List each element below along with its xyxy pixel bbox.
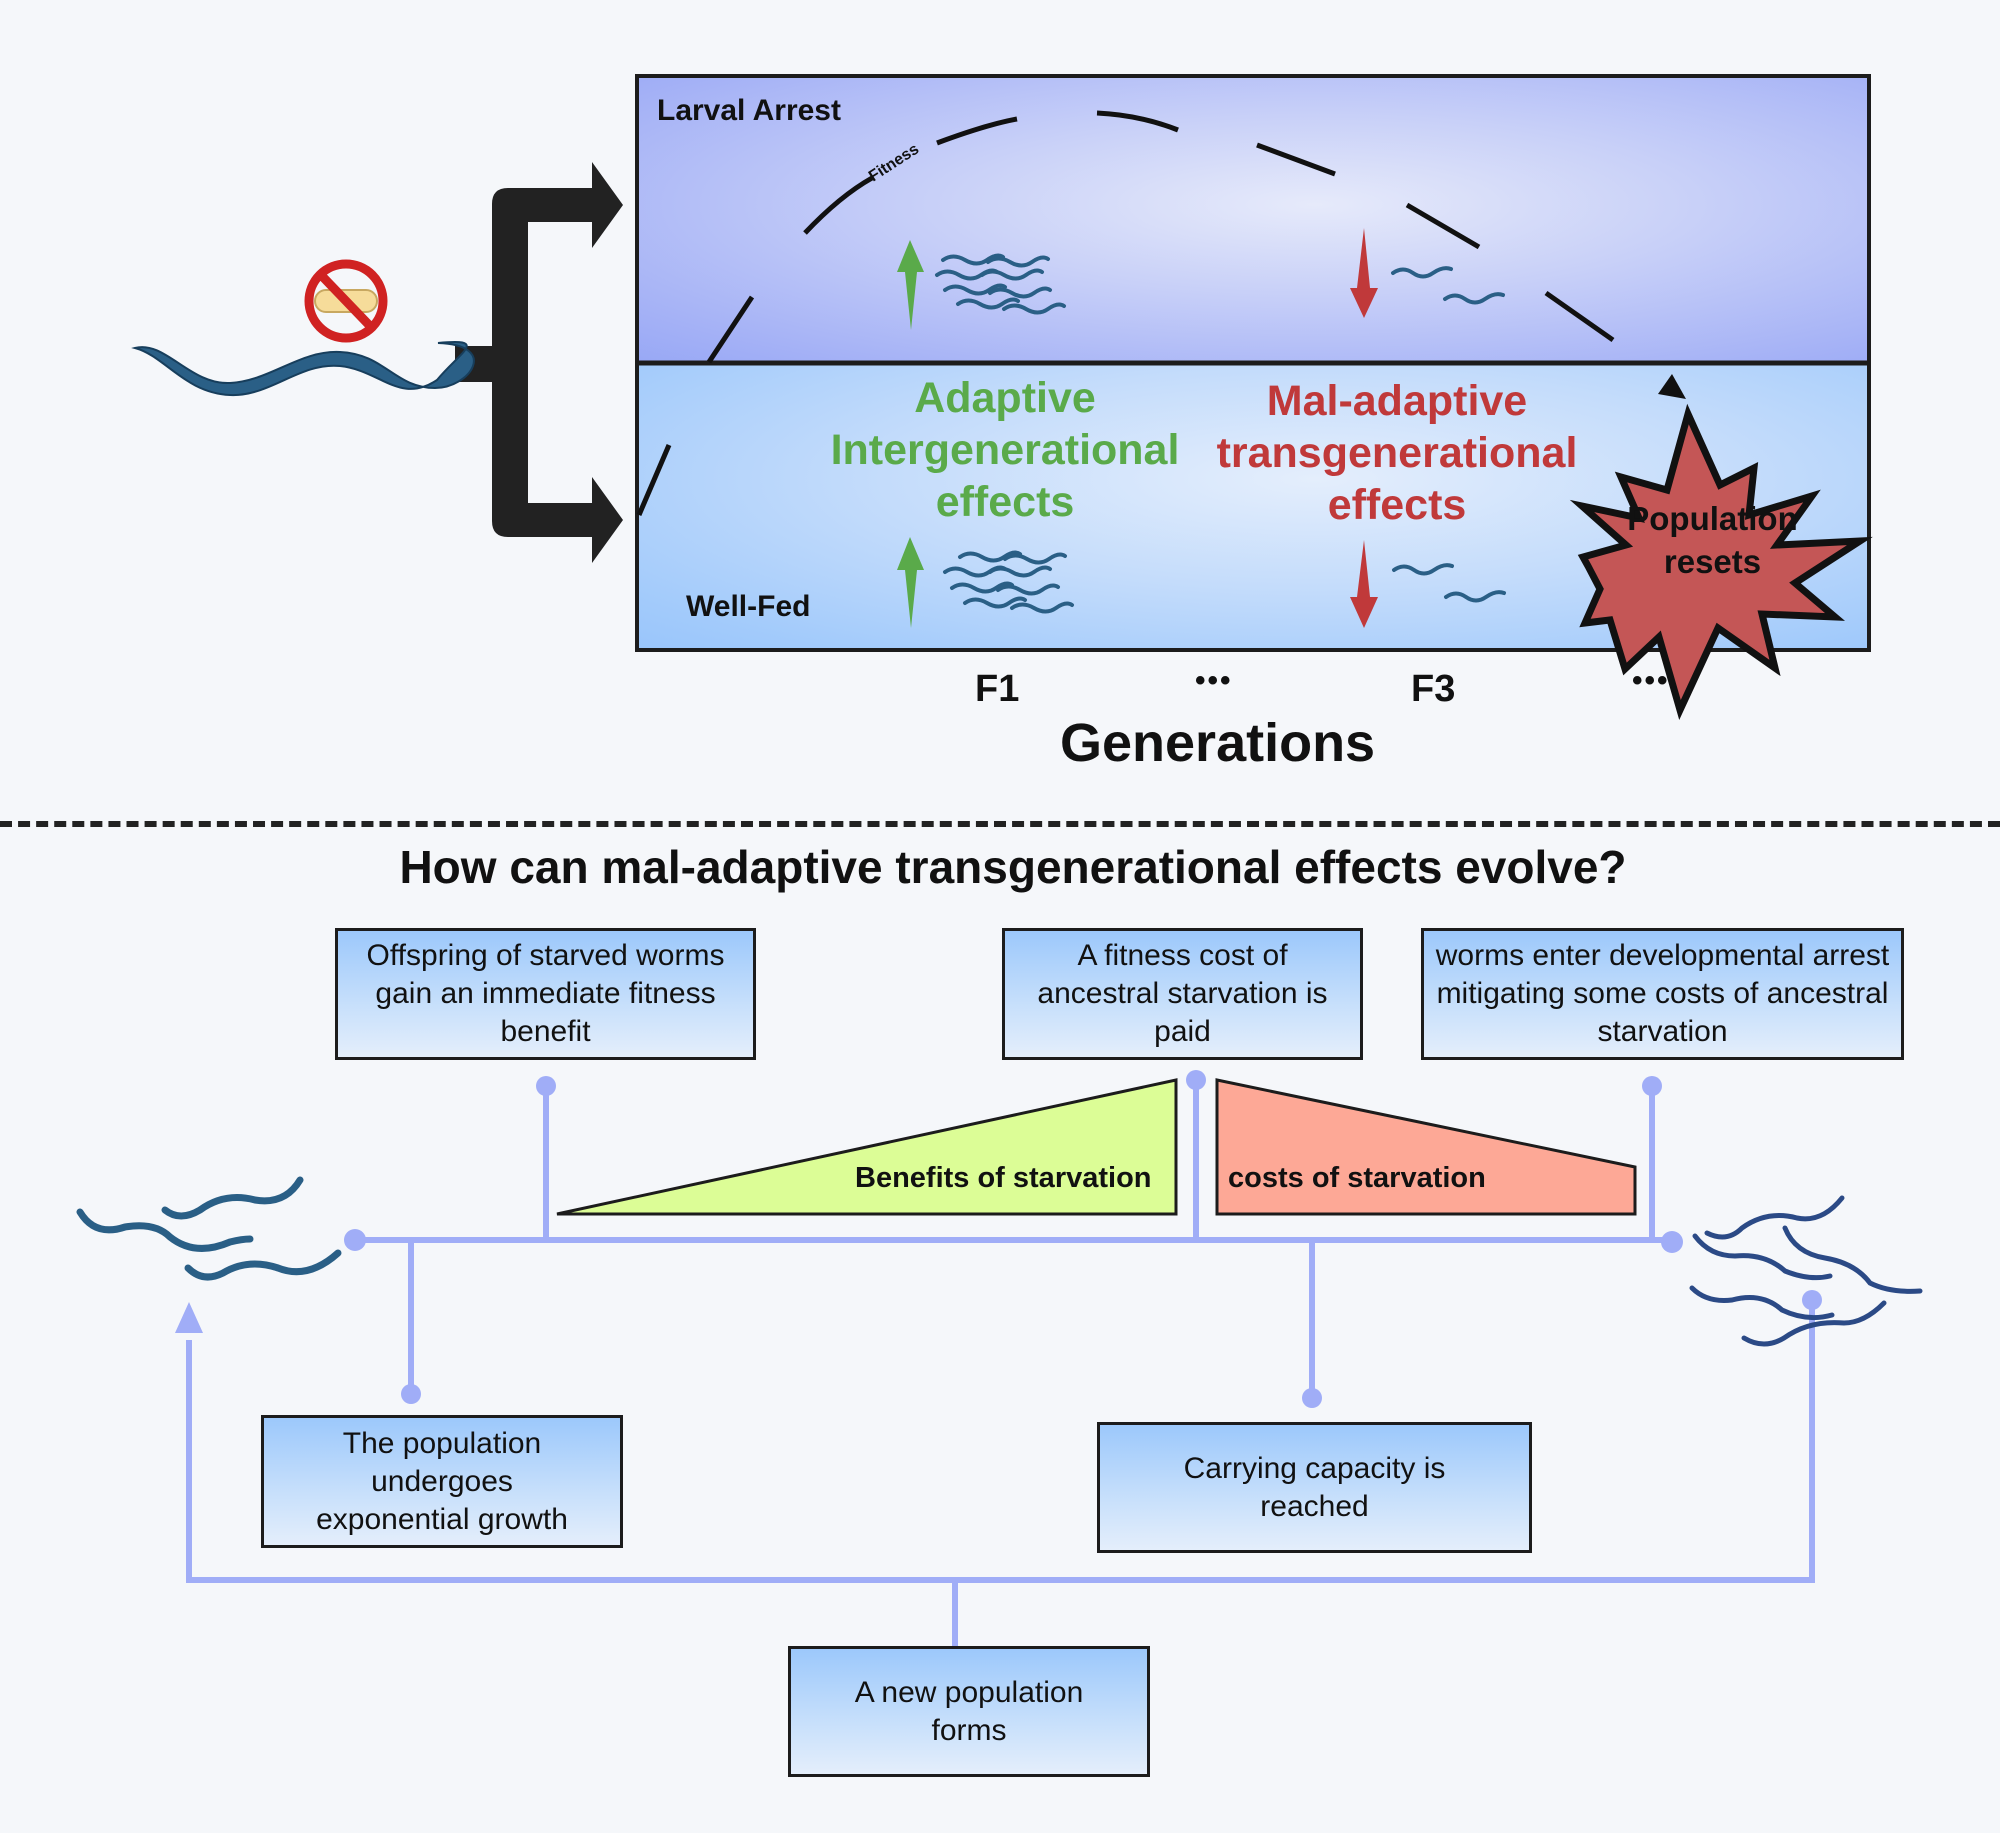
well-fed-label: Well-Fed (686, 590, 811, 623)
adaptive-line-1: Adaptive (914, 374, 1096, 422)
maladaptive-line-1: Mal-adaptive (1266, 377, 1528, 425)
timeline-start-node (344, 1229, 366, 1251)
worm-group-few-arrest (1391, 266, 1505, 305)
maladaptive-effects-label: Mal-adaptive transgenerational effects (1212, 375, 1582, 531)
worm-group-small-population (76, 1176, 342, 1281)
worm-group-many-fed (943, 550, 1074, 614)
adaptive-line-3: effects (935, 478, 1075, 526)
worm-group-few-fed (1392, 563, 1506, 603)
worm-icon (131, 341, 475, 397)
reset-line-1: Population (1627, 500, 1798, 537)
larval-arrest-label: Larval Arrest (657, 94, 841, 127)
reset-line-2: resets (1663, 543, 1762, 580)
arrow-up-icon (897, 240, 924, 330)
arrow-up-icon (897, 537, 924, 628)
maladaptive-line-2: transgenerational (1216, 429, 1578, 477)
worm-group-many-arrest (935, 253, 1066, 315)
maladaptive-line-3: effects (1327, 481, 1467, 529)
costs-wedge (1215, 1078, 1637, 1216)
step-carrying-capacity: Carrying capacity is reached (1097, 1422, 1532, 1553)
costs-label: costs of starvation (1228, 1162, 1486, 1194)
adaptive-line-2: Intergenerational (830, 426, 1180, 474)
benefits-label: Benefits of starvation (855, 1162, 1152, 1194)
timeline-nodes (175, 1070, 1822, 1408)
no-bacteria-icon (304, 259, 388, 343)
arrow-down-icon (1350, 540, 1378, 628)
adaptive-effects-label: Adaptive Intergenerational effects (820, 372, 1190, 528)
arrow-down-icon (1350, 228, 1378, 318)
population-resets-label: Population resets (1600, 497, 1825, 583)
cycle-loop-line (186, 1300, 1815, 1583)
step-fitness-benefit: Offspring of starved worms gain an immed… (335, 928, 756, 1060)
step-developmental-arrest: worms enter developmental arrest mitigat… (1421, 928, 1904, 1060)
step-fitness-cost: A fitness cost of ancestral starvation i… (1002, 928, 1363, 1060)
fitness-curve (636, 110, 1615, 516)
section-separator (0, 821, 2000, 827)
step-new-population: A new population forms (788, 1646, 1150, 1777)
timeline-end-node (1661, 1231, 1683, 1253)
tick-f1: F1 (975, 668, 1020, 710)
reset-arrow-icon (1658, 374, 1686, 399)
tick-ellipsis-2: ••• (1632, 664, 1670, 697)
cycle-arrowhead-icon (175, 1302, 203, 1333)
tick-ellipsis-1: ••• (1195, 664, 1233, 697)
population-reset-starburst (1569, 403, 1873, 720)
tick-f3: F3 (1411, 668, 1456, 710)
larval-arrest-panel (637, 76, 1869, 362)
step-exponential-growth: The population undergoes exponential gro… (261, 1415, 623, 1548)
timeline (186, 1082, 1815, 1646)
x-axis-title: Generations (1060, 713, 1376, 773)
worm-group-large-population (1689, 1195, 1923, 1347)
bottom-title: How can mal-adaptive transgenerational e… (399, 841, 1627, 893)
benefits-wedge (556, 1078, 1178, 1216)
